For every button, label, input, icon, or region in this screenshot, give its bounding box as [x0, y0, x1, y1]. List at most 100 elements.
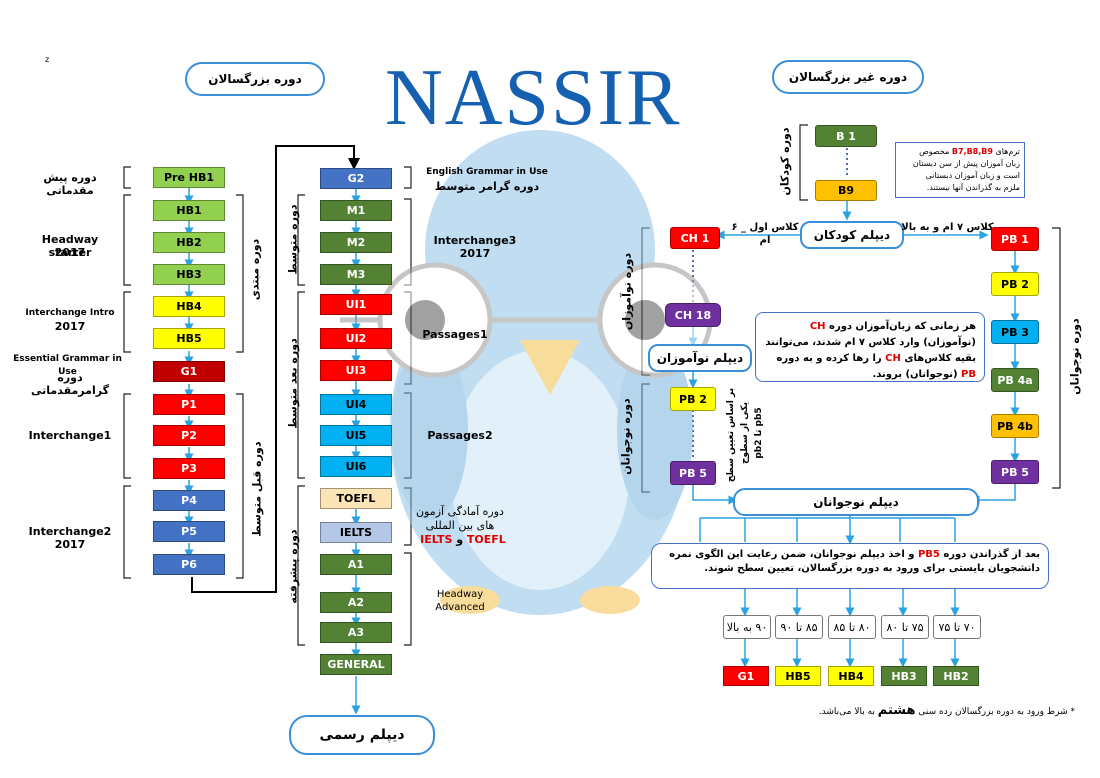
- level-teen-pb3: PB 3: [991, 320, 1039, 344]
- label-interchange3: Interchange3: [433, 234, 517, 247]
- label-advanced: Advanced: [435, 602, 485, 613]
- level-young-pb2: PB 2: [670, 387, 716, 411]
- group-beginner: دوره مبتدی: [248, 238, 262, 301]
- label-headway: Headway: [436, 589, 484, 600]
- level-p1: P1: [153, 394, 225, 415]
- teen-placement-note: بعد از گذراندن دوره PB5 و اخذ دیپلم نوجو…: [651, 543, 1049, 589]
- level-young-pb5: PB 5: [670, 461, 716, 485]
- level-toefl: TOEFL: [320, 488, 392, 509]
- label-and: و: [456, 533, 464, 546]
- level-ui2: UI2: [320, 328, 392, 349]
- label-pre-intro: دوره پیش مقدماتی: [43, 171, 97, 197]
- group-advanced: دوره پیشرفته: [286, 529, 300, 604]
- score-range: ۹۰ به بالا: [723, 615, 771, 639]
- level-p3: P3: [153, 458, 225, 479]
- group-pre-intermediate: دوره قبل متوسط: [250, 441, 264, 537]
- teens-diploma: دیپلم نوجوانان: [733, 488, 979, 516]
- footnote-emph: هشتم: [877, 703, 916, 718]
- teen-note-pb5: PB5: [917, 549, 940, 560]
- level-ui5: UI5: [320, 425, 392, 446]
- tiny-mark: z: [45, 55, 50, 64]
- level-teen-pb4a: PB 4a: [991, 368, 1039, 392]
- footnote-text-1: * شرط ورود به دوره بزرگسالان رده سنی: [918, 707, 1075, 717]
- label-grade-7: کلاس ۷ ام و به بالا: [901, 222, 994, 233]
- level-hb5: HB5: [153, 328, 225, 349]
- level-p2: P2: [153, 425, 225, 446]
- note-text-3: را رها کرده و به دوره: [776, 353, 882, 364]
- label-passages1: Passages1: [422, 328, 488, 341]
- level-teen-pb5: PB 5: [991, 460, 1039, 484]
- score-range: ۸۰ تا ۸۵: [828, 615, 876, 639]
- score-range: ۷۵ تا ۸۰: [881, 615, 929, 639]
- placement-line2: یکی از سطوح: [740, 402, 750, 464]
- level-m1: M1: [320, 200, 392, 221]
- label-grades-1-6: کلاس اول _ ۶ ام: [731, 222, 799, 246]
- group-children: دوره کودکان: [778, 127, 792, 196]
- level-g2: G2: [320, 168, 392, 189]
- level-hb2: HB2: [153, 232, 225, 253]
- level-ch18: CH 18: [665, 303, 721, 327]
- kids-note-line4: ملزم به گذراندن آنها نیستند.: [926, 183, 1020, 192]
- label-exam-prep-1: دوره آمادگی آزمون: [416, 505, 504, 518]
- level-pre-hb1: Pre HB1: [153, 167, 225, 188]
- note-text-1: هر زمانی که زبان‌آموزان دوره: [829, 321, 976, 332]
- group-young-learners: دوره نوآموزان: [620, 252, 634, 331]
- level-ui6: UI6: [320, 456, 392, 477]
- level-p6: P6: [153, 554, 225, 575]
- level-ielts: IELTS: [320, 522, 392, 543]
- placement-line3: pb2 تا pb5: [754, 407, 764, 459]
- kids-note-codes: B7,B8,B9: [951, 147, 993, 156]
- label-interchange-intro: Interchange Intro: [25, 308, 115, 318]
- label-essential-grammar: Essential Grammar in Use: [13, 354, 122, 377]
- note-text-1b: (نوآموزان): [923, 337, 976, 348]
- label-exam-names: IELTS و TOEFL: [418, 533, 508, 546]
- young-learners-diploma: دیپلم نوآموزان: [648, 344, 752, 372]
- level-ch1: CH 1: [670, 227, 720, 249]
- level-ui3: UI3: [320, 360, 392, 381]
- level-hb1: HB1: [153, 200, 225, 221]
- label-grammar-mid: دوره گرامر متوسط: [434, 180, 540, 193]
- note-pb: PB: [961, 369, 976, 380]
- label-toefl: TOEFL: [466, 533, 506, 546]
- placement-target: HB4: [828, 666, 874, 686]
- footnote: * شرط ورود به دوره بزرگسالان رده سنی هشت…: [770, 703, 1075, 718]
- kids-note-terms: ترم‌های: [995, 147, 1020, 156]
- adult-course-header: دوره بزرگسالان: [185, 62, 325, 96]
- level-teen-pb1: PB 1: [991, 227, 1039, 251]
- label-headway-starter: Headway starter: [41, 233, 99, 259]
- placement-target: HB5: [775, 666, 821, 686]
- brand-logo: NASSIR: [385, 54, 682, 142]
- level-hb4: HB4: [153, 296, 225, 317]
- label-ielts: IELTS: [420, 533, 453, 546]
- level-g1: G1: [153, 361, 225, 382]
- teen-note-2: و اخذ دیپلم نوجوانان، ضمن رعایت این الگو…: [669, 549, 1040, 574]
- kids-note-rest: مخصوص: [919, 147, 950, 156]
- score-range: ۸۵ تا ۹۰: [775, 615, 823, 639]
- group-teens-left: دوره نوجوانان: [619, 398, 633, 475]
- note-ch: CH: [809, 321, 826, 332]
- label-grammar-intro: دوره گرامرمقدماتی: [31, 371, 109, 397]
- note-text-3b: (نوجوانان) بروند.: [872, 369, 958, 380]
- label-interchange2: Interchange2: [28, 525, 112, 538]
- label-english-grammar-in-use: English Grammar in Use: [426, 167, 548, 177]
- group-upper-intermediate: دوره بعد متوسط: [286, 338, 300, 429]
- level-a1: A1: [320, 554, 392, 575]
- level-ui1: UI1: [320, 294, 392, 315]
- label-interchange-intro-year: 2017: [54, 320, 86, 333]
- children-diploma: دیپلم کودکان: [800, 221, 904, 249]
- teen-note-1: بعد از گذراندن دوره: [943, 549, 1040, 560]
- level-m2: M2: [320, 232, 392, 253]
- formal-diploma: دیپلم رسمی: [289, 715, 435, 755]
- placement-target: G1: [723, 666, 769, 686]
- level-teen-pb4b: PB 4b: [991, 414, 1039, 438]
- placement-line1: بر اساس تعیین سطح: [726, 388, 736, 483]
- label-interchange1: Interchange1: [28, 429, 112, 442]
- placement-target: HB2: [933, 666, 979, 686]
- footnote-text-2: به بالا می‌باشد.: [818, 707, 875, 717]
- label-passages2: Passages2: [427, 429, 493, 442]
- label-interchange3-year: 2017: [459, 247, 491, 260]
- label-interchange2-year: 2017: [54, 538, 86, 551]
- kids-note-line2: زبان آموزان پیش از سن دبستان: [912, 159, 1020, 168]
- level-b1: B 1: [815, 125, 877, 147]
